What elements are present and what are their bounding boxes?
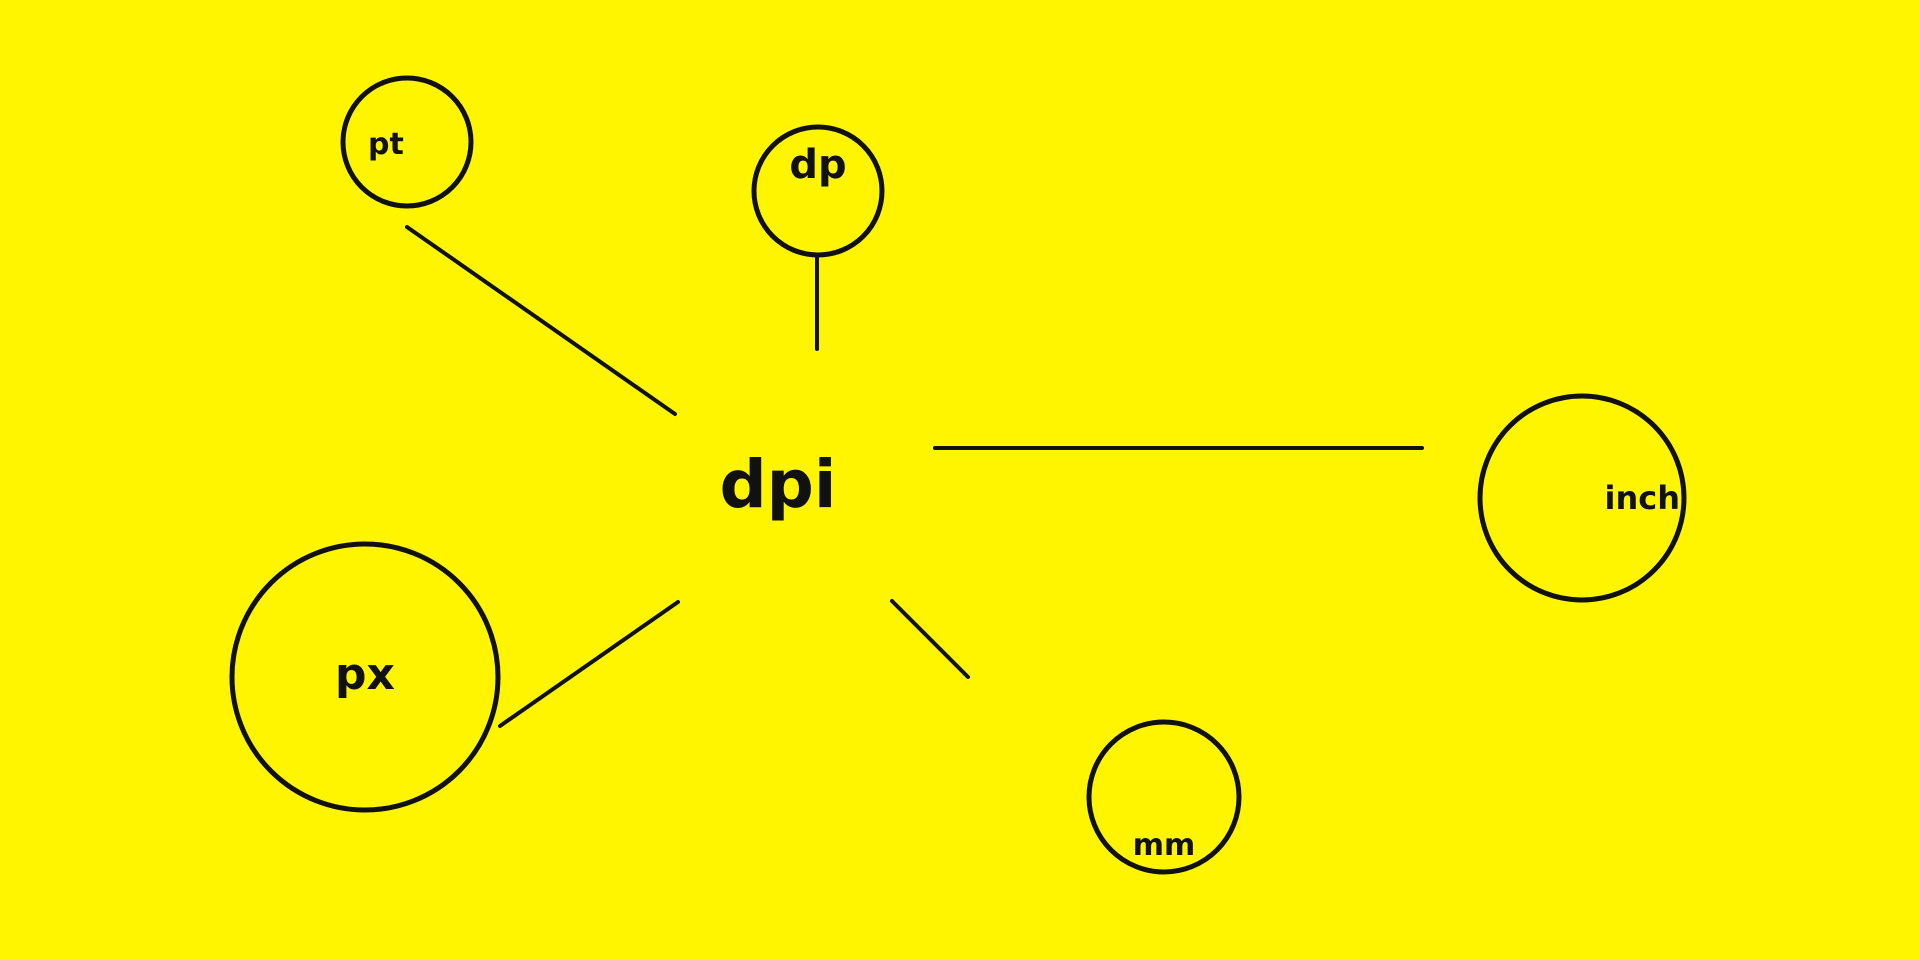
- node-px-label: px: [335, 649, 395, 700]
- node-inch: inch: [1477, 393, 1687, 603]
- node-px-circle: [229, 541, 501, 813]
- node-inch-label: inch: [1605, 479, 1681, 517]
- node-pt-label: pt: [368, 127, 404, 162]
- node-dp: dp: [751, 124, 885, 258]
- node-mm: mm: [1086, 719, 1242, 875]
- center-label: dpi: [719, 446, 836, 523]
- node-px: px: [229, 541, 501, 813]
- node-dp-circle: [751, 124, 885, 258]
- node-pt: pt: [340, 75, 474, 209]
- node-pt-circle: [340, 75, 474, 209]
- node-dp-label: dp: [789, 142, 846, 188]
- connector-mm: [890, 599, 970, 679]
- connector-pt: [405, 225, 677, 416]
- node-mm-label: mm: [1133, 828, 1196, 863]
- node-mm-circle: [1086, 719, 1242, 875]
- node-inch-circle: [1477, 393, 1687, 603]
- connector-px: [498, 600, 680, 728]
